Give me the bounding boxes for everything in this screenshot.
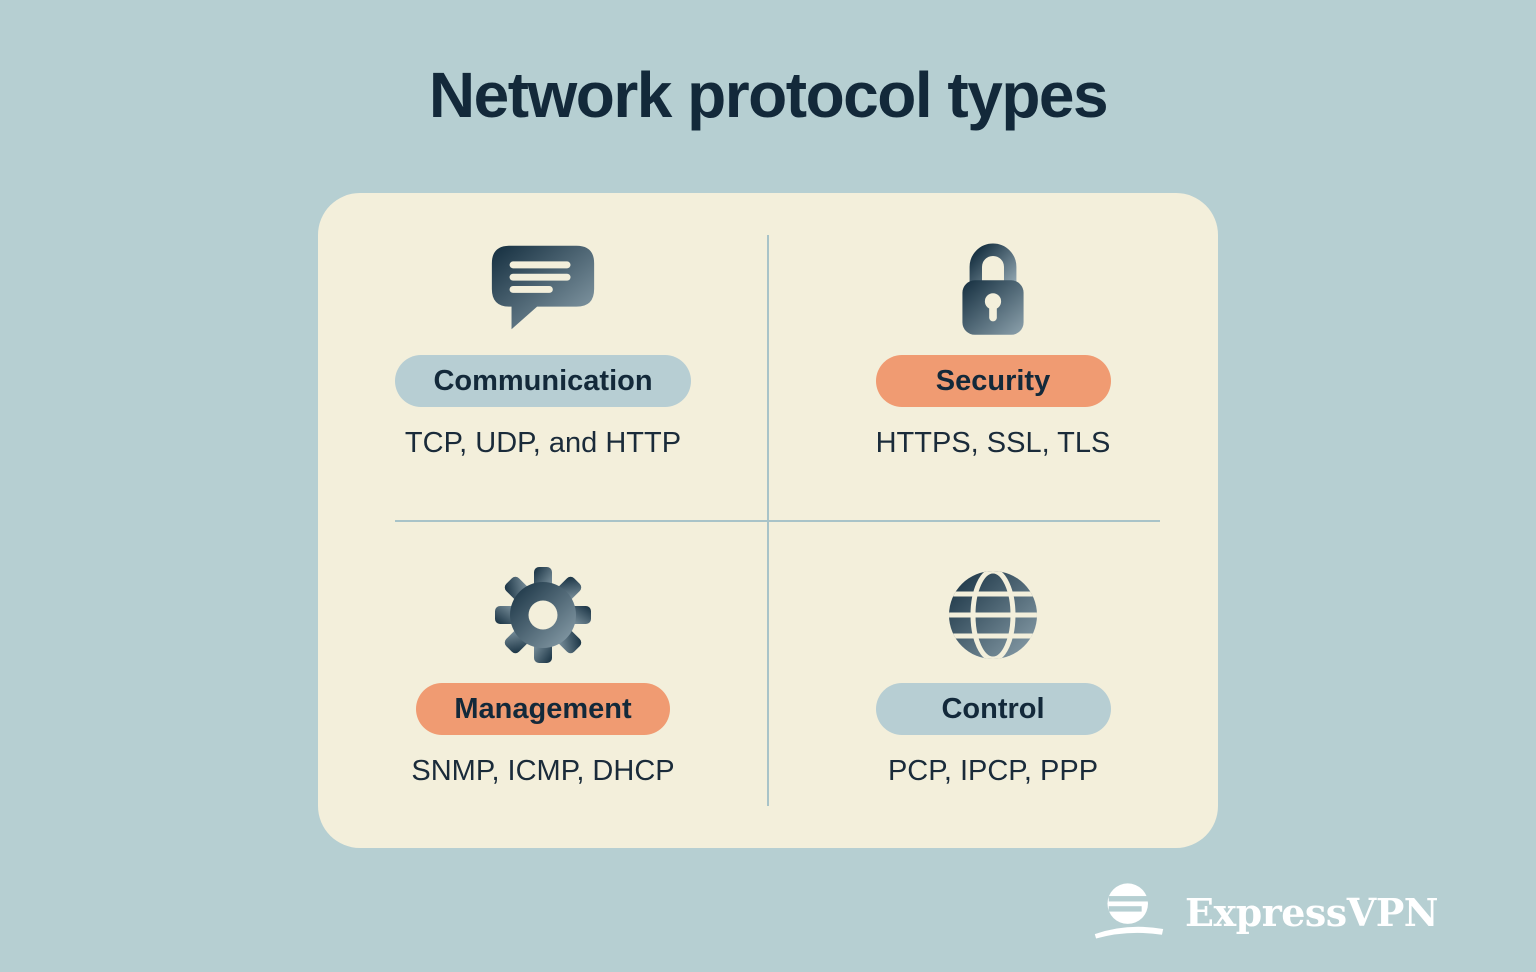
chat-icon — [484, 231, 602, 343]
security-protocols: HTTPS, SSL, TLS — [875, 427, 1111, 459]
page-title: Network protocol types — [428, 59, 1109, 131]
management-label: Management — [416, 682, 670, 735]
divider-horizontal — [395, 519, 1160, 522]
management-protocols: SNMP, ICMP, DHCP — [411, 754, 675, 787]
communication-protocols: TCP, UDP, and HTTP — [404, 427, 682, 459]
quadrant-management: Management SNMP, ICMP, DHCP — [318, 521, 768, 849]
gear-icon — [491, 559, 595, 671]
globe-icon — [945, 559, 1041, 671]
expressvpn-logo-text: ExpressVPN — [1185, 890, 1438, 935]
lock-icon — [950, 231, 1036, 343]
quadrant-security: Security HTTPS, SSL, TLS — [768, 193, 1218, 521]
control-protocols: PCP, IPCP, PPP — [887, 754, 1099, 787]
expressvpn-logo-icon — [1091, 879, 1167, 946]
security-label: Security — [875, 355, 1111, 407]
protocol-types-card: Communication TCP, UDP, and HTTP Securit… — [318, 193, 1218, 848]
control-label: Control — [875, 682, 1111, 735]
expressvpn-logo: ExpressVPN — [1091, 879, 1438, 946]
quadrant-communication: Communication TCP, UDP, and HTTP — [318, 193, 768, 521]
communication-label: Communication — [395, 355, 691, 407]
quadrant-control: Control PCP, IPCP, PPP — [768, 521, 1218, 849]
